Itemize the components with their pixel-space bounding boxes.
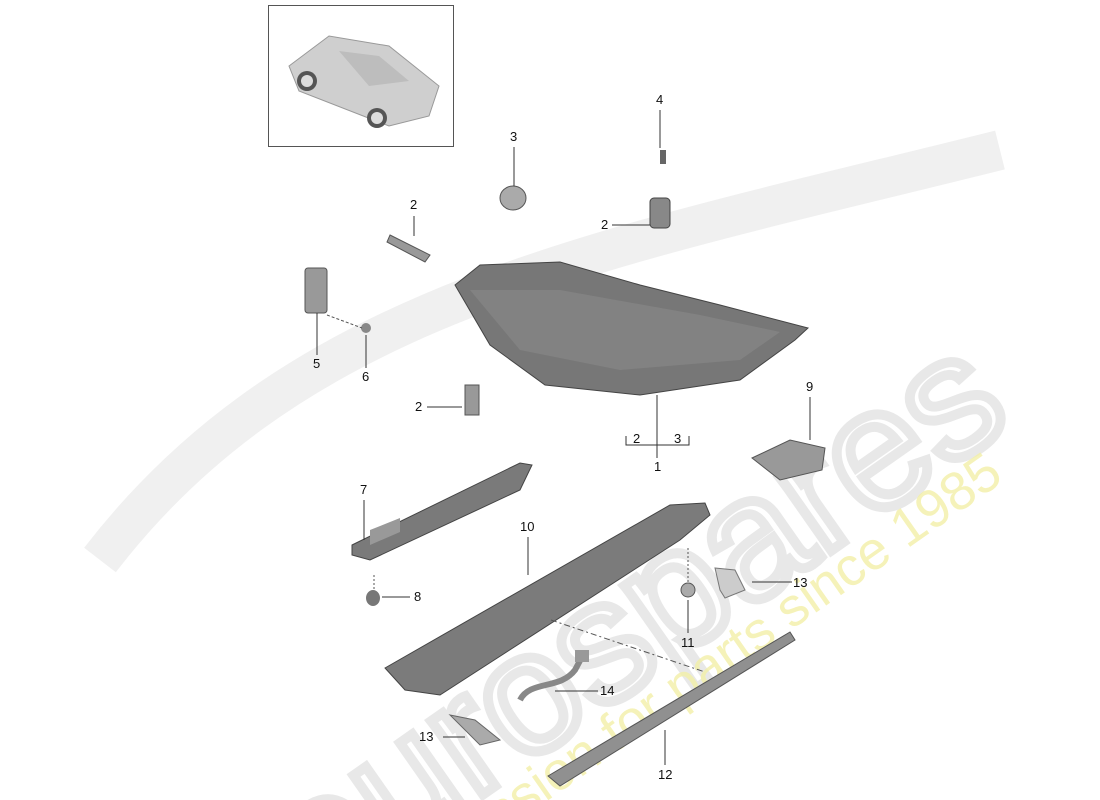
callout-12: 12 xyxy=(658,767,673,782)
callout-10: 10 xyxy=(520,519,535,534)
callout-1: 1 xyxy=(654,459,662,474)
callout-13-gasket: 13 xyxy=(793,575,808,590)
callout-1-sub-3: 3 xyxy=(674,431,682,446)
callout-14: 14 xyxy=(600,683,615,698)
callout-11: 11 xyxy=(681,635,695,650)
callout-13-bracket: 13 xyxy=(419,729,434,744)
callout-2-stud-bottom: 2 xyxy=(415,399,423,414)
callout-2-stud-left: 2 xyxy=(410,197,418,212)
callout-4: 4 xyxy=(656,92,664,107)
callout-2-bracket: 2 xyxy=(601,217,609,232)
callout-3: 3 xyxy=(510,129,518,144)
car-icon xyxy=(288,35,440,128)
callout-8: 8 xyxy=(414,589,422,604)
callout-5: 5 xyxy=(313,356,321,371)
vehicle-thumbnail xyxy=(268,5,454,147)
callout-6: 6 xyxy=(362,369,370,384)
callout-9: 9 xyxy=(806,379,814,394)
grommet xyxy=(499,185,527,211)
callout-1-sub-2: 2 xyxy=(633,431,641,446)
callout-7: 7 xyxy=(360,482,368,497)
